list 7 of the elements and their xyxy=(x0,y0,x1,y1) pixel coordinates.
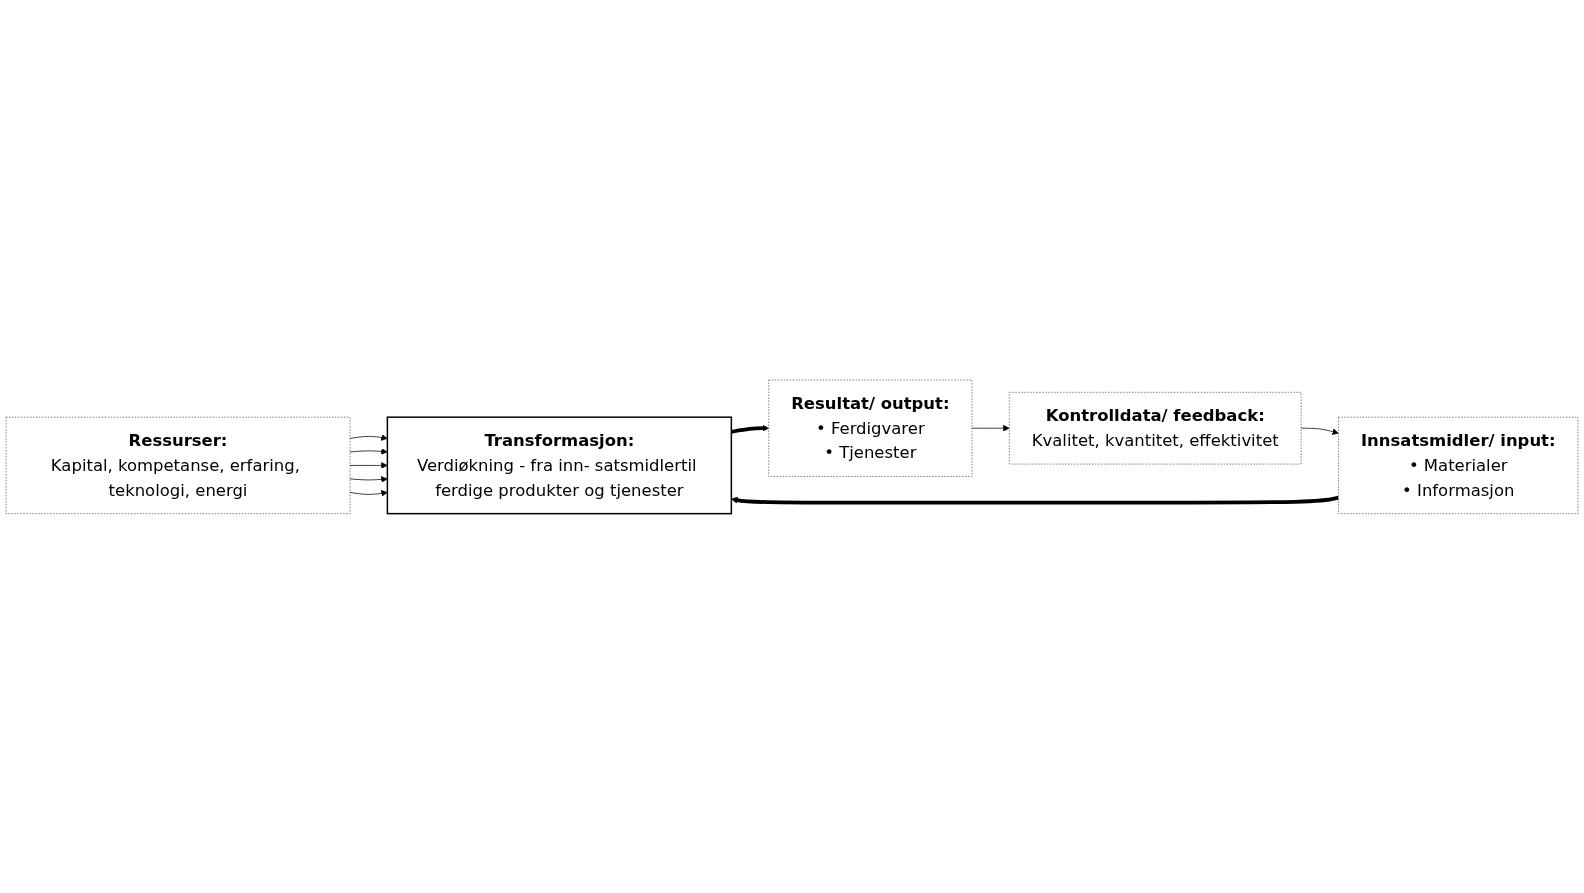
node-box: Ressurser: Kapital, kompetanse, erfaring, teknologi, energi xyxy=(5,416,351,514)
node-box: Kontrolldata/ feedback: Kvalitet, kvantitet, effektivitet xyxy=(1008,391,1302,465)
arrow xyxy=(731,424,770,434)
node-box: Resultat/ output: • Ferdigvarer • Tjenester xyxy=(768,379,973,477)
arrow xyxy=(731,495,1339,505)
node-box: Innsatsmidler/ input: • Materialer • Informasjon xyxy=(1338,416,1579,514)
node-box: Transformasjon: Verdiøkning - fra inn- satsmidlertil ferdige produkter og tjenester xyxy=(386,416,733,515)
